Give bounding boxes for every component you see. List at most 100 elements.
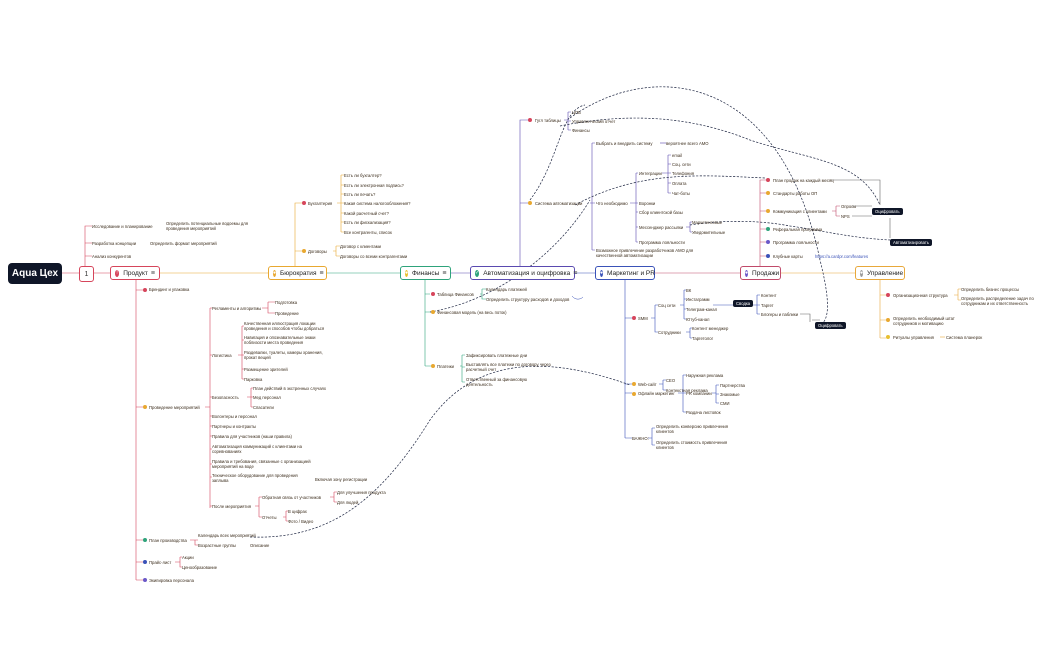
node-events[interactable]: Проведение мероприятий: [149, 405, 200, 410]
node-gsheets[interactable]: Гугл таблицы: [535, 118, 561, 123]
node-ages-sub[interactable]: Описание: [250, 543, 270, 548]
node-nps[interactable]: NPS: [841, 214, 850, 219]
node-branding[interactable]: Брендинг и упаковка: [149, 287, 190, 292]
node-logistics[interactable]: Логистика: [212, 353, 232, 358]
node-feedback[interactable]: Обратная связь от участников: [262, 495, 322, 500]
node-s3[interactable]: Блогеры и паблики: [761, 312, 799, 317]
node-social[interactable]: Соц сети: [658, 303, 676, 308]
node-c2[interactable]: Договоры со всеми контрагентами: [340, 254, 408, 259]
node-q6[interactable]: Есть ли фискализация?: [344, 220, 391, 225]
node-i4[interactable]: Оплата: [672, 181, 687, 186]
node-pr1[interactable]: Партнерства: [720, 383, 745, 388]
node-legal[interactable]: Правила и требования, связанные с органи…: [212, 459, 311, 470]
node-i2[interactable]: Соц. сети: [672, 162, 691, 167]
node-seo[interactable]: СЕО: [666, 378, 676, 383]
node-pr3[interactable]: СМИ: [720, 401, 730, 406]
node-crm-choose[interactable]: Выбрать и внедрить систему: [596, 141, 653, 146]
node-vk[interactable]: ВК: [686, 288, 692, 293]
node-mgmt-staff[interactable]: Определить необходимый штат сотрудников …: [893, 316, 955, 327]
node-polls[interactable]: Опросы: [841, 204, 857, 209]
node-st2[interactable]: Определить распределение задач по сотруд…: [961, 296, 1034, 307]
node-tech[interactable]: Техническое оборудование для проведения …: [212, 473, 298, 484]
node-imp2[interactable]: Определить стоимость привлечения клиенто…: [656, 440, 728, 451]
node-i3[interactable]: Телефония: [672, 171, 694, 176]
node-target[interactable]: Таргетолог: [692, 336, 714, 341]
node-rit1[interactable]: Система планерок: [946, 335, 983, 340]
node-log2[interactable]: Навигация и опознавательные знаки поблиз…: [244, 335, 316, 346]
menu-icon[interactable]: ≡: [319, 269, 324, 277]
main-node-finance[interactable]: ● Финансы ≡: [400, 266, 451, 280]
menu-icon[interactable]: ≡: [150, 269, 155, 277]
node-fin-model[interactable]: Финансовая модель (на весь поток): [437, 310, 507, 315]
node-tech-sub[interactable]: Включая зону регистрации: [315, 477, 368, 482]
node-contracts[interactable]: Договоры: [308, 249, 327, 254]
node-pricing[interactable]: Ценообразование: [182, 565, 218, 570]
node-competitors[interactable]: Анализ конкурентов: [92, 254, 132, 259]
node-offline[interactable]: Офлайн маркетинг: [638, 391, 675, 396]
node-log4[interactable]: Размещение зрителей: [244, 367, 288, 372]
node-q5[interactable]: Какой расчетный счет?: [344, 211, 389, 216]
node-q7[interactable]: Все контрагенты, список: [344, 230, 392, 235]
node-collect[interactable]: Сбор клиентской базы: [639, 210, 683, 215]
node-important[interactable]: ВАЖНО:: [632, 436, 649, 441]
node-imp1[interactable]: Определить конверсию привлечения клиенто…: [656, 424, 728, 435]
node-system[interactable]: Система автоматизации: [535, 201, 583, 206]
node-accounting[interactable]: Бухгалтерия: [308, 201, 333, 206]
node-sales-plan[interactable]: План продаж на каждый месяц: [773, 178, 834, 183]
node-q2[interactable]: Есть ли электронная подпись?: [344, 183, 404, 188]
node-fin-tables[interactable]: Таблица Финансов: [437, 292, 474, 297]
main-node-automation[interactable]: ✓ Автоматизация и оцифровка ≡: [470, 266, 578, 280]
node-volunteers[interactable]: Волонтеры и персонал: [212, 414, 257, 419]
node-g3[interactable]: Финансы: [572, 128, 590, 133]
node-integr[interactable]: Интеграции: [639, 171, 662, 176]
node-st1[interactable]: Определить бизнес процессы: [961, 287, 1020, 292]
node-messenger[interactable]: Мессенджер рассылки: [639, 225, 684, 230]
node-research-sub[interactable]: Определить потенциальные водоемы для про…: [166, 221, 249, 232]
node-referral[interactable]: Реферальная программа: [773, 227, 823, 232]
node-collab[interactable]: Сотрудники: [658, 330, 681, 335]
node-prep[interactable]: Подготовка: [275, 300, 298, 305]
node-fb1[interactable]: Для улучшения продукта: [337, 490, 386, 495]
node-safety[interactable]: Безопасность: [212, 395, 239, 400]
node-c1[interactable]: Договор с клиентами: [340, 244, 381, 249]
node-saf1[interactable]: План действий в экстренных случаях: [253, 386, 326, 391]
node-staff[interactable]: Экипировка персонала: [149, 578, 194, 583]
node-ages[interactable]: Возрастные группы: [198, 543, 236, 548]
node-rituals[interactable]: Ритуалы управления: [893, 335, 934, 340]
node-smm[interactable]: SMM: [638, 316, 648, 321]
automate-tag[interactable]: Автоматизировать: [890, 239, 932, 246]
node-ig[interactable]: Инстаграмм: [686, 297, 710, 302]
node-comm[interactable]: Коммуникация с клиентами: [773, 209, 827, 214]
node-q1[interactable]: Есть ли бухгалтер?: [344, 173, 382, 178]
node-content[interactable]: Контент менеджер: [692, 326, 729, 331]
node-fin-p1[interactable]: Зафиксировать платежные дни: [466, 353, 528, 358]
node-tg[interactable]: Телеграм-канал: [686, 307, 718, 312]
node-pr2[interactable]: Знакомые: [720, 392, 740, 397]
node-after[interactable]: После мероприятия: [212, 504, 251, 509]
node-web[interactable]: Web-сайт: [638, 382, 657, 387]
digitize-tag-1[interactable]: Оцифровать: [872, 208, 903, 215]
node-i1[interactable]: email: [672, 153, 683, 158]
node-outdoor[interactable]: Наружная реклама: [686, 373, 724, 378]
main-node-management[interactable]: ● Управление: [855, 266, 905, 280]
node-pr[interactable]: PR компании: [686, 391, 712, 396]
node-log5[interactable]: Парковка: [244, 377, 263, 382]
node-fin-p3[interactable]: Ответственный за финансовую деятельность: [466, 377, 528, 388]
node-holding[interactable]: Проведение: [275, 311, 299, 316]
node-fin-t2[interactable]: Определить структуру расходов и доходов: [486, 297, 570, 302]
node-partners[interactable]: Партнеры и контракты: [212, 424, 257, 429]
node-amo-dev[interactable]: Возможное привлечение разработчиков AMO …: [596, 248, 694, 259]
node-loyalty-sales[interactable]: Программа лояльности: [773, 240, 819, 245]
node-s1[interactable]: Контент: [761, 293, 777, 298]
node-fin-t1[interactable]: Календарь платежей: [486, 287, 527, 292]
menu-icon[interactable]: ≡: [573, 269, 578, 277]
node-log3[interactable]: Раздевалки, туалеты, камеры хранения, пр…: [244, 350, 323, 361]
node-reports[interactable]: Отчеты: [262, 515, 277, 520]
summary-tag[interactable]: Сводка: [733, 300, 754, 307]
main-node-sales[interactable]: ● Продажи: [740, 266, 781, 280]
node-crm-amo[interactable]: вероятнее всего AMO: [666, 141, 709, 146]
node-m2[interactable]: Уведомительные: [692, 230, 726, 235]
node-i5[interactable]: Чат-боты: [672, 191, 690, 196]
node-prodplan[interactable]: План производства: [149, 538, 187, 543]
main-node-bureau[interactable]: ● Бюрократия ≡: [268, 266, 327, 280]
